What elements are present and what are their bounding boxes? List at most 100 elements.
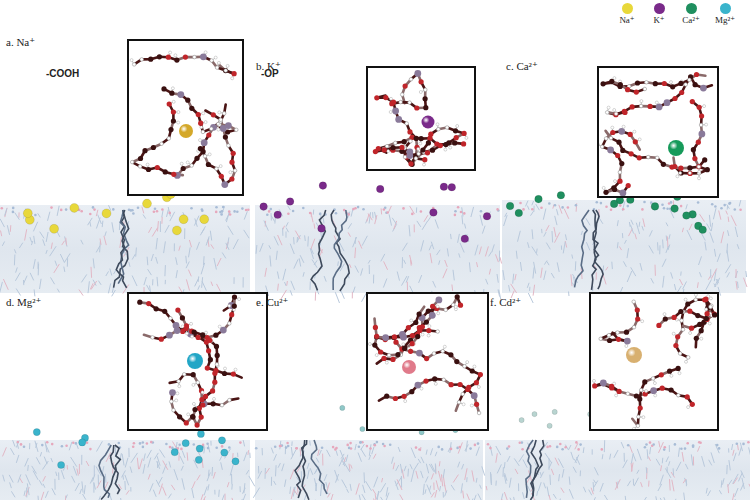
hydrogen-atom [199, 139, 202, 142]
lipid-tail [91, 281, 97, 290]
lipid-tail [368, 260, 370, 264]
atom [648, 104, 653, 109]
atom [171, 172, 176, 177]
lipid-tail [348, 232, 350, 236]
lipid-tail [610, 454, 611, 460]
lipid-head [666, 207, 669, 210]
atom [403, 84, 408, 89]
atom [614, 112, 618, 116]
lipid-head [561, 448, 564, 451]
lipid-tail [466, 441, 467, 452]
lipid-tail [419, 275, 422, 283]
lipid-tail [38, 213, 41, 217]
lipid-tail [188, 270, 191, 277]
lipid-head [575, 441, 578, 444]
lipid-tail [362, 494, 366, 500]
atom [670, 84, 675, 89]
lipid-tail [27, 465, 29, 471]
polymer-chain [311, 440, 327, 494]
atom [405, 122, 409, 126]
lipid-tail [64, 267, 65, 272]
lipid-tail [541, 229, 542, 233]
lipid-tail [565, 445, 568, 451]
lipid-tail [555, 458, 559, 466]
lipid-tail [243, 277, 244, 287]
membrane-slab [502, 200, 746, 293]
lipid-tail [735, 499, 738, 500]
lipid-tail [176, 257, 178, 265]
lipid-head [72, 442, 75, 445]
lipid-head [357, 206, 360, 209]
atom [177, 91, 184, 98]
lipid-head [627, 205, 630, 208]
lipid-tail [353, 287, 355, 293]
lipid-tail [426, 464, 428, 474]
atom [705, 167, 710, 172]
atom [461, 141, 466, 146]
lipid-tail [147, 257, 149, 266]
lipid-head [415, 446, 418, 449]
atom [694, 72, 699, 77]
lipid-tail [655, 265, 656, 276]
hydrogen-atom [670, 81, 673, 84]
lipid-tail [732, 493, 734, 500]
lipid-tail [142, 207, 144, 214]
lipid-tail [727, 250, 729, 261]
lipid-head [153, 210, 156, 213]
lipid-tail [421, 457, 424, 463]
lipid-head [287, 445, 290, 448]
lipid-tail [426, 450, 427, 455]
bond-group [140, 297, 242, 425]
ion-sphere [195, 456, 202, 463]
lipid-tail [148, 458, 151, 468]
lipid-head [285, 446, 288, 449]
lipid-tail [726, 211, 728, 215]
lipid-head [366, 445, 369, 448]
lipid-tail [544, 232, 546, 237]
lipid-tail [404, 260, 406, 264]
atom [643, 87, 647, 91]
lipid-tail [544, 261, 547, 265]
lipid-tail [625, 496, 627, 500]
lipid-tail [571, 452, 574, 460]
atom [232, 71, 237, 76]
lipid-tail [81, 274, 86, 282]
lipid-tail [666, 223, 668, 227]
lipid-head [132, 446, 135, 449]
lipid-tail [269, 245, 271, 249]
lipid-tail [297, 237, 298, 242]
lipid-tail [352, 292, 353, 299]
atom [423, 105, 428, 110]
lipid-tail [713, 208, 716, 219]
atom [200, 53, 207, 60]
lipid-tail [79, 464, 80, 474]
lipid-tail [122, 475, 124, 479]
atom [609, 79, 614, 84]
molecule [373, 70, 468, 167]
lipid-tail [314, 223, 316, 228]
lipid-tail [631, 225, 634, 234]
lipid-head [228, 210, 231, 213]
lipid-tail [421, 240, 424, 251]
lipid-tail [643, 218, 645, 227]
lipid-tail [615, 479, 620, 490]
polymer-chains [99, 210, 603, 500]
lipid-tail [451, 285, 453, 292]
lipid-tail [575, 261, 577, 270]
lipid-tail [411, 448, 415, 458]
lipid-tail [709, 460, 712, 466]
lipid-tail [72, 476, 75, 483]
lipid-tail [383, 279, 387, 288]
lipid-tail [152, 228, 157, 237]
atom [613, 112, 618, 117]
lipid-tail [478, 494, 482, 500]
lipid-head [373, 443, 376, 446]
lipid-tail [680, 279, 683, 285]
lipid-tail [304, 235, 306, 241]
hydrogen-atom [655, 101, 658, 104]
lipid-tail [389, 214, 391, 225]
hydrogen-atom [423, 163, 426, 166]
hydrogen-atom [204, 121, 207, 124]
lipid-tail [504, 215, 508, 226]
lipid-tail [310, 281, 311, 290]
